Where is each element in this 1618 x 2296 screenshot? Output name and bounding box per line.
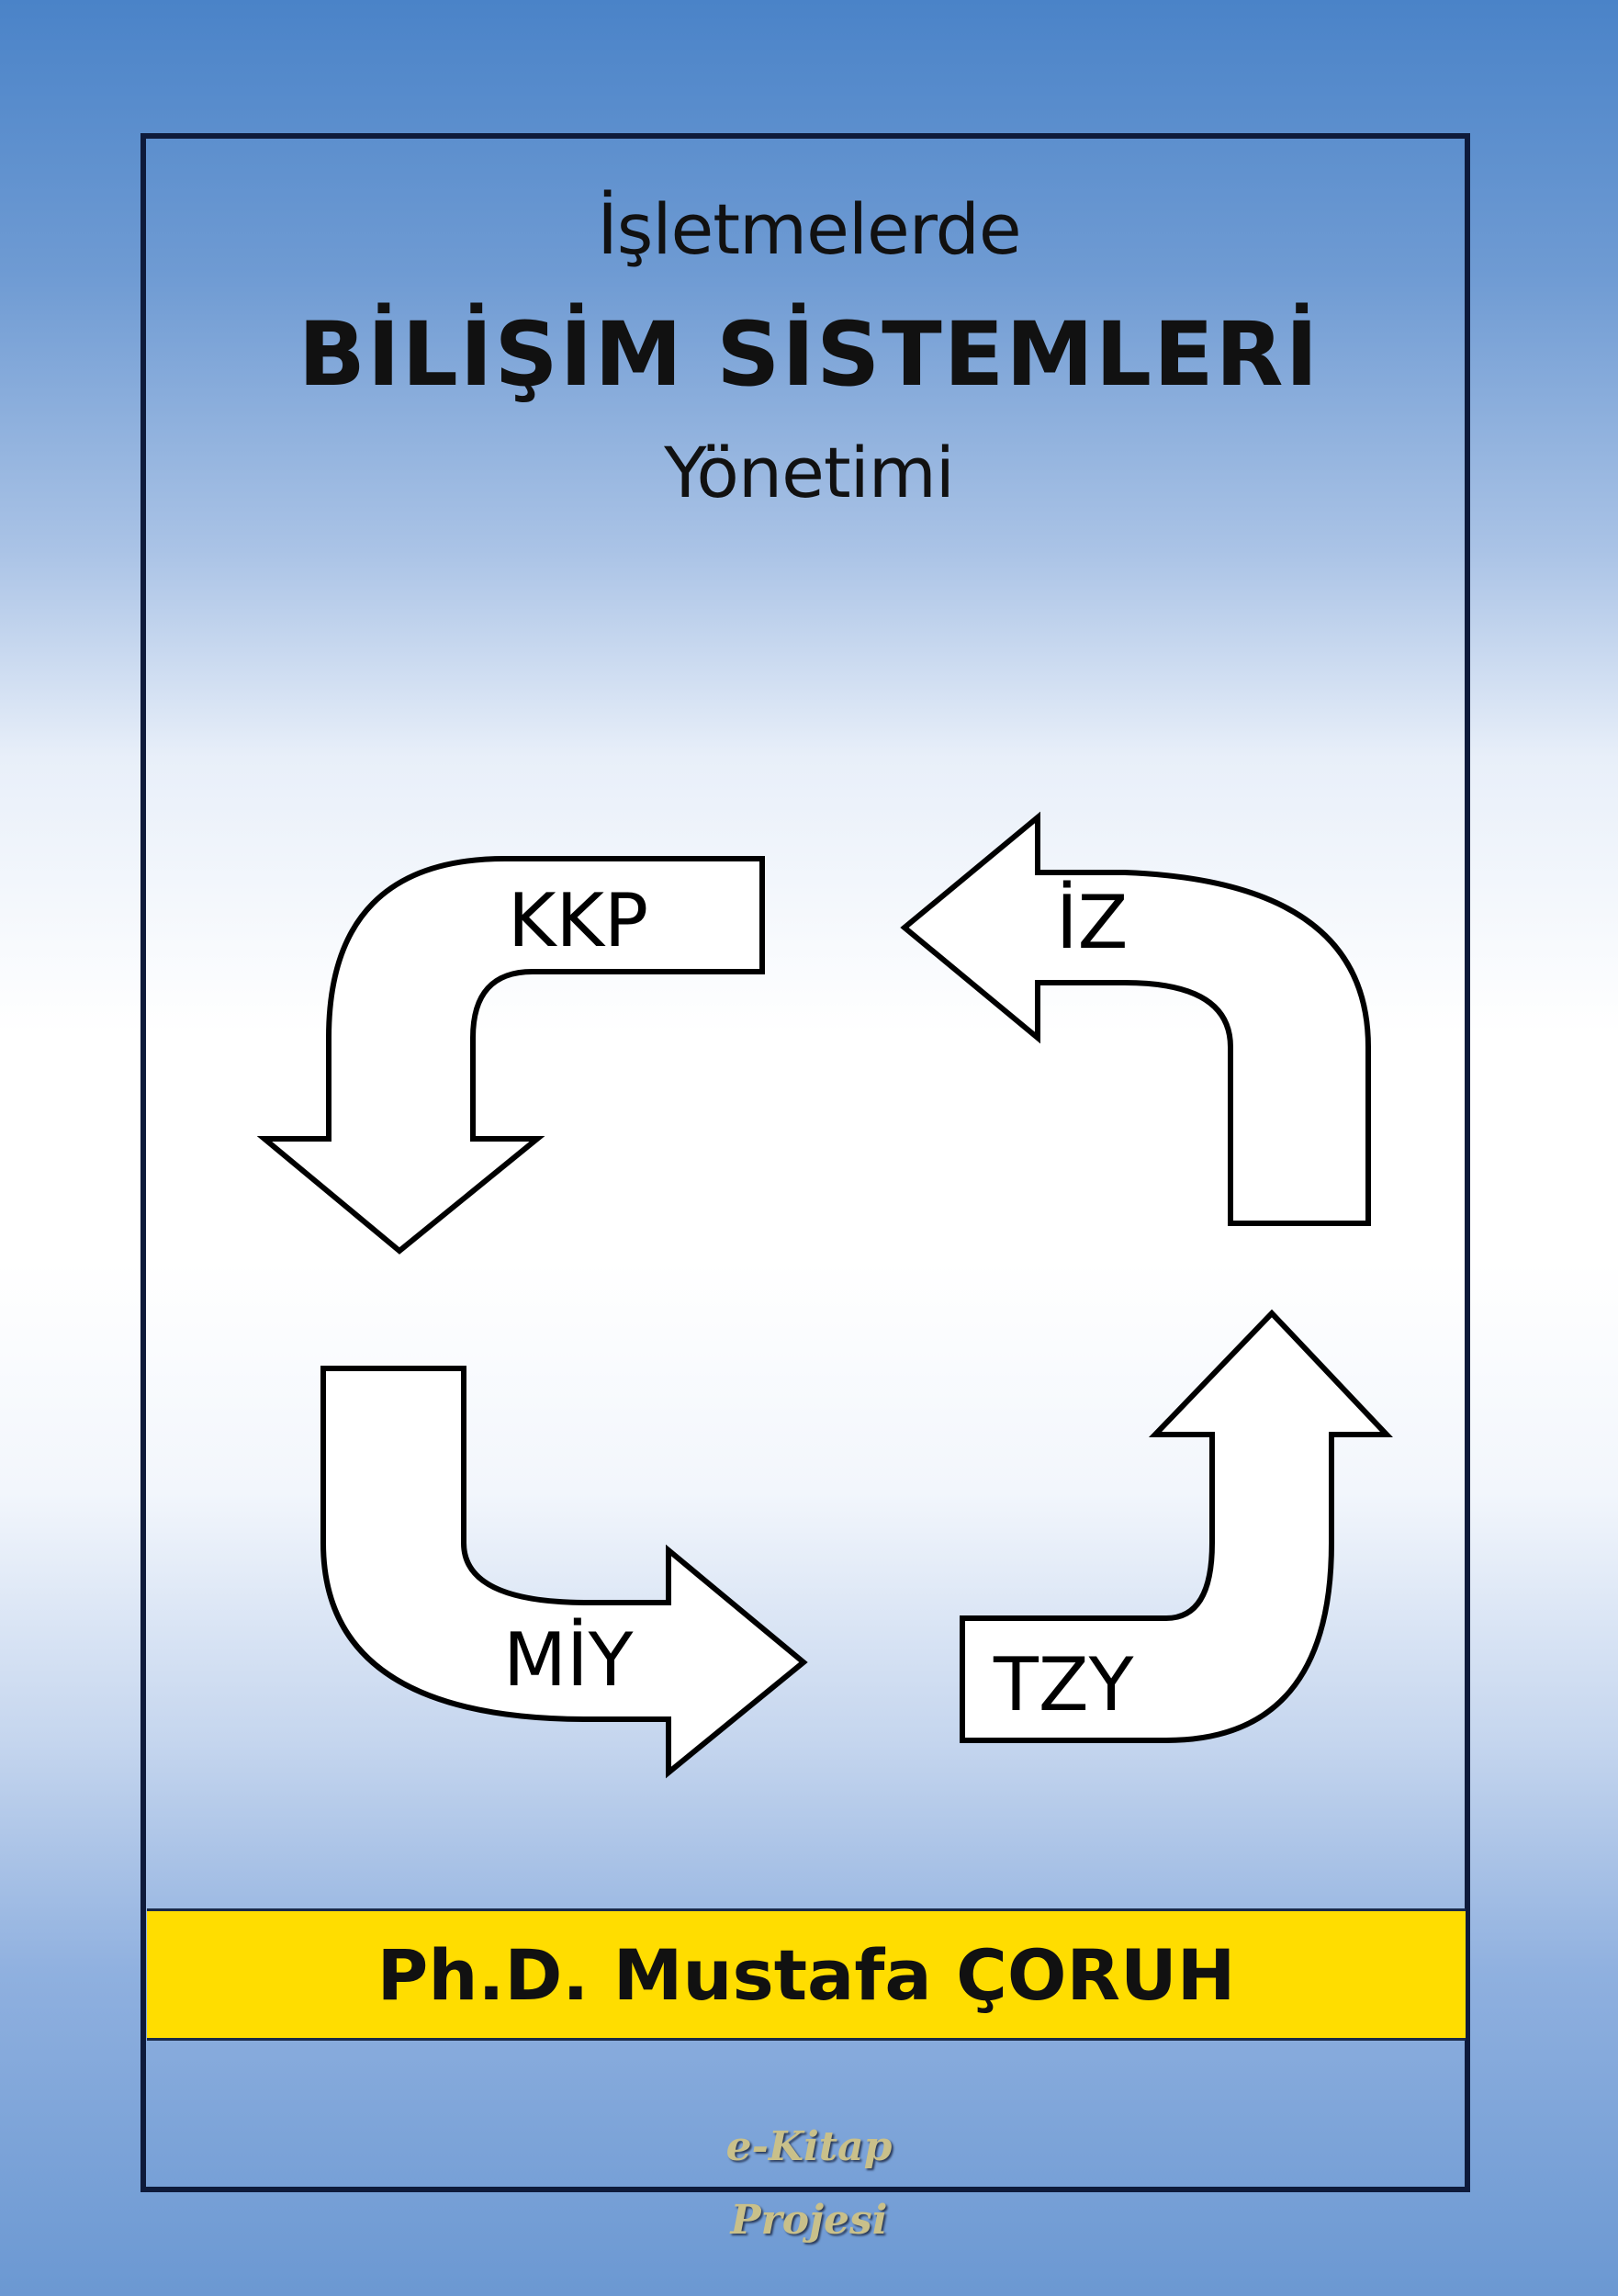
cover-frame: [140, 133, 1470, 2192]
series-logo-line1: e-Kitap: [725, 2123, 893, 2170]
series-logo-line2: Projesi: [730, 2197, 888, 2244]
arrow-miy: [320, 1366, 808, 1779]
author-band: Ph.D. Mustafa ÇORUH: [147, 1908, 1466, 2041]
label-kkp: KKP: [508, 878, 648, 963]
label-tzy: TZY: [993, 1642, 1135, 1728]
arrow-tzy: [960, 1309, 1393, 1743]
label-iz: İZ: [1056, 880, 1128, 965]
title-line-1: İşletmelerde: [597, 188, 1021, 270]
title-line-3: Yönetimi: [664, 432, 955, 513]
author-name: Ph.D. Mustafa ÇORUH: [376, 1933, 1236, 2016]
arrow-iz: [900, 811, 1371, 1226]
label-miy: MİY: [503, 1617, 635, 1703]
arrow-kkp: [256, 856, 765, 1255]
title-main: BİLİŞİM SİSTEMLERİ: [298, 303, 1320, 406]
